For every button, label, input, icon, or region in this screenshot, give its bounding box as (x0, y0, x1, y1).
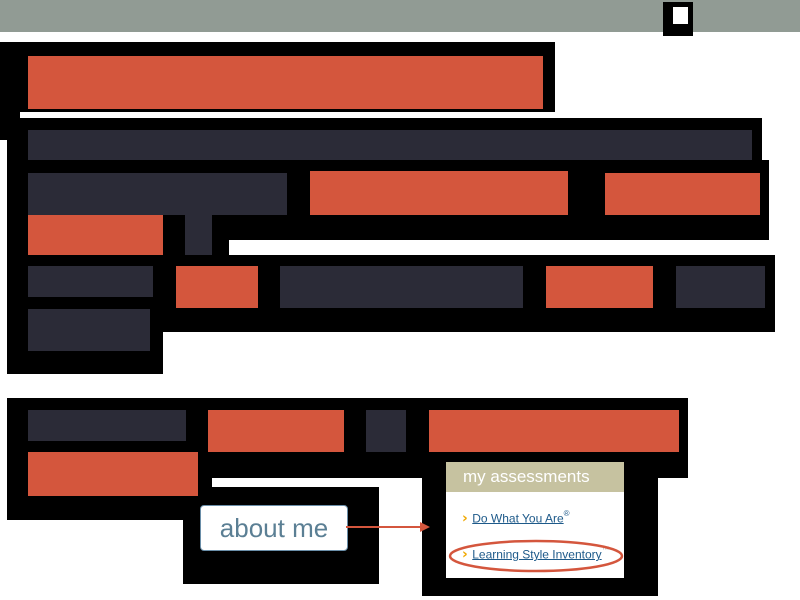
list-item: › Do What You Are® (462, 509, 570, 527)
link-label: Learning Style Inventory (472, 547, 602, 562)
redacted-text (28, 266, 153, 297)
chevron-right-icon: › (462, 510, 468, 527)
redacted-text (28, 215, 163, 255)
highlight-ellipse (448, 539, 624, 573)
redacted-text (310, 171, 568, 215)
redacted-text (676, 266, 765, 308)
redacted-text (546, 266, 653, 308)
redacted-text (280, 266, 523, 308)
list-item: › Learning Style Inventory™ (462, 545, 610, 563)
trademark-mark: ™ (601, 545, 610, 554)
redacted-text (429, 410, 679, 452)
about-me-button[interactable]: about me (200, 505, 348, 551)
redacted-text (366, 410, 406, 452)
redacted-text (28, 173, 287, 215)
registered-mark: ® (563, 509, 570, 518)
redacted-text (28, 309, 150, 351)
assessments-panel-title: my assessments (446, 462, 624, 492)
window-control-icon (673, 7, 688, 24)
redacted-text (28, 56, 543, 109)
chevron-right-icon: › (462, 546, 468, 563)
redacted-text (605, 173, 760, 215)
do-what-you-are-link[interactable]: Do What You Are (472, 511, 563, 525)
redacted-text (185, 215, 212, 255)
link-label: Do What You Are (472, 511, 564, 526)
redacted-text (28, 410, 186, 441)
redacted-text (28, 130, 752, 160)
redacted-text (28, 452, 198, 496)
arrow-right-icon (346, 522, 430, 532)
redacted-text (176, 266, 258, 308)
learning-style-inventory-link[interactable]: Learning Style Inventory (472, 547, 601, 561)
redacted-text (208, 410, 344, 452)
